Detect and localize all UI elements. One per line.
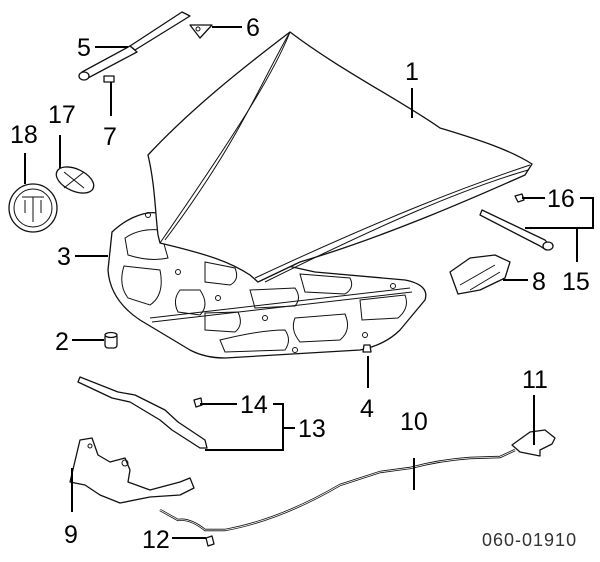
support-bracket[interactable] xyxy=(189,24,213,39)
hood-hinge[interactable] xyxy=(69,437,195,504)
callout-5[interactable]: 5 xyxy=(77,34,91,62)
support-bolt[interactable] xyxy=(103,75,115,83)
callout-4[interactable]: 4 xyxy=(360,395,374,423)
callout-3[interactable]: 3 xyxy=(57,243,71,271)
hood-rod[interactable] xyxy=(479,209,554,251)
callout-9[interactable]: 9 xyxy=(64,521,78,549)
emblem[interactable] xyxy=(52,162,98,199)
callout-18[interactable]: 18 xyxy=(10,121,38,149)
callout-7[interactable]: 7 xyxy=(103,123,117,151)
callout-16[interactable]: 16 xyxy=(547,185,575,213)
callout-6[interactable]: 6 xyxy=(246,14,260,42)
callout-2[interactable]: 2 xyxy=(55,328,69,356)
callout-17[interactable]: 17 xyxy=(48,101,76,129)
ornament-badge[interactable] xyxy=(8,183,58,233)
hood-lift-support[interactable] xyxy=(78,11,191,81)
callout-15[interactable]: 15 xyxy=(562,268,590,296)
release-cable[interactable] xyxy=(159,448,516,532)
weatherstrip[interactable] xyxy=(77,376,208,449)
leader-lines xyxy=(24,26,594,539)
callout-10[interactable]: 10 xyxy=(400,408,428,436)
insulator-clip[interactable] xyxy=(362,344,372,353)
drawing-code: 060-01910 xyxy=(482,530,577,550)
weatherstrip-clip[interactable] xyxy=(193,397,203,408)
callout-1[interactable]: 1 xyxy=(405,58,419,86)
callout-14[interactable]: 14 xyxy=(240,391,268,419)
rod-grommet[interactable] xyxy=(514,193,525,203)
callout-11[interactable]: 11 xyxy=(522,366,548,394)
hood-panel[interactable] xyxy=(147,31,533,283)
bumper-stopper[interactable] xyxy=(104,331,118,349)
callouts: 1 2 3 4 5 6 7 8 9 10 11 12 13 14 15 16 1… xyxy=(10,14,590,554)
callout-12[interactable]: 12 xyxy=(142,526,170,554)
hood-latch[interactable] xyxy=(449,254,511,295)
callout-8[interactable]: 8 xyxy=(532,268,546,296)
cable-clip[interactable] xyxy=(205,535,215,547)
callout-13[interactable]: 13 xyxy=(298,415,326,443)
